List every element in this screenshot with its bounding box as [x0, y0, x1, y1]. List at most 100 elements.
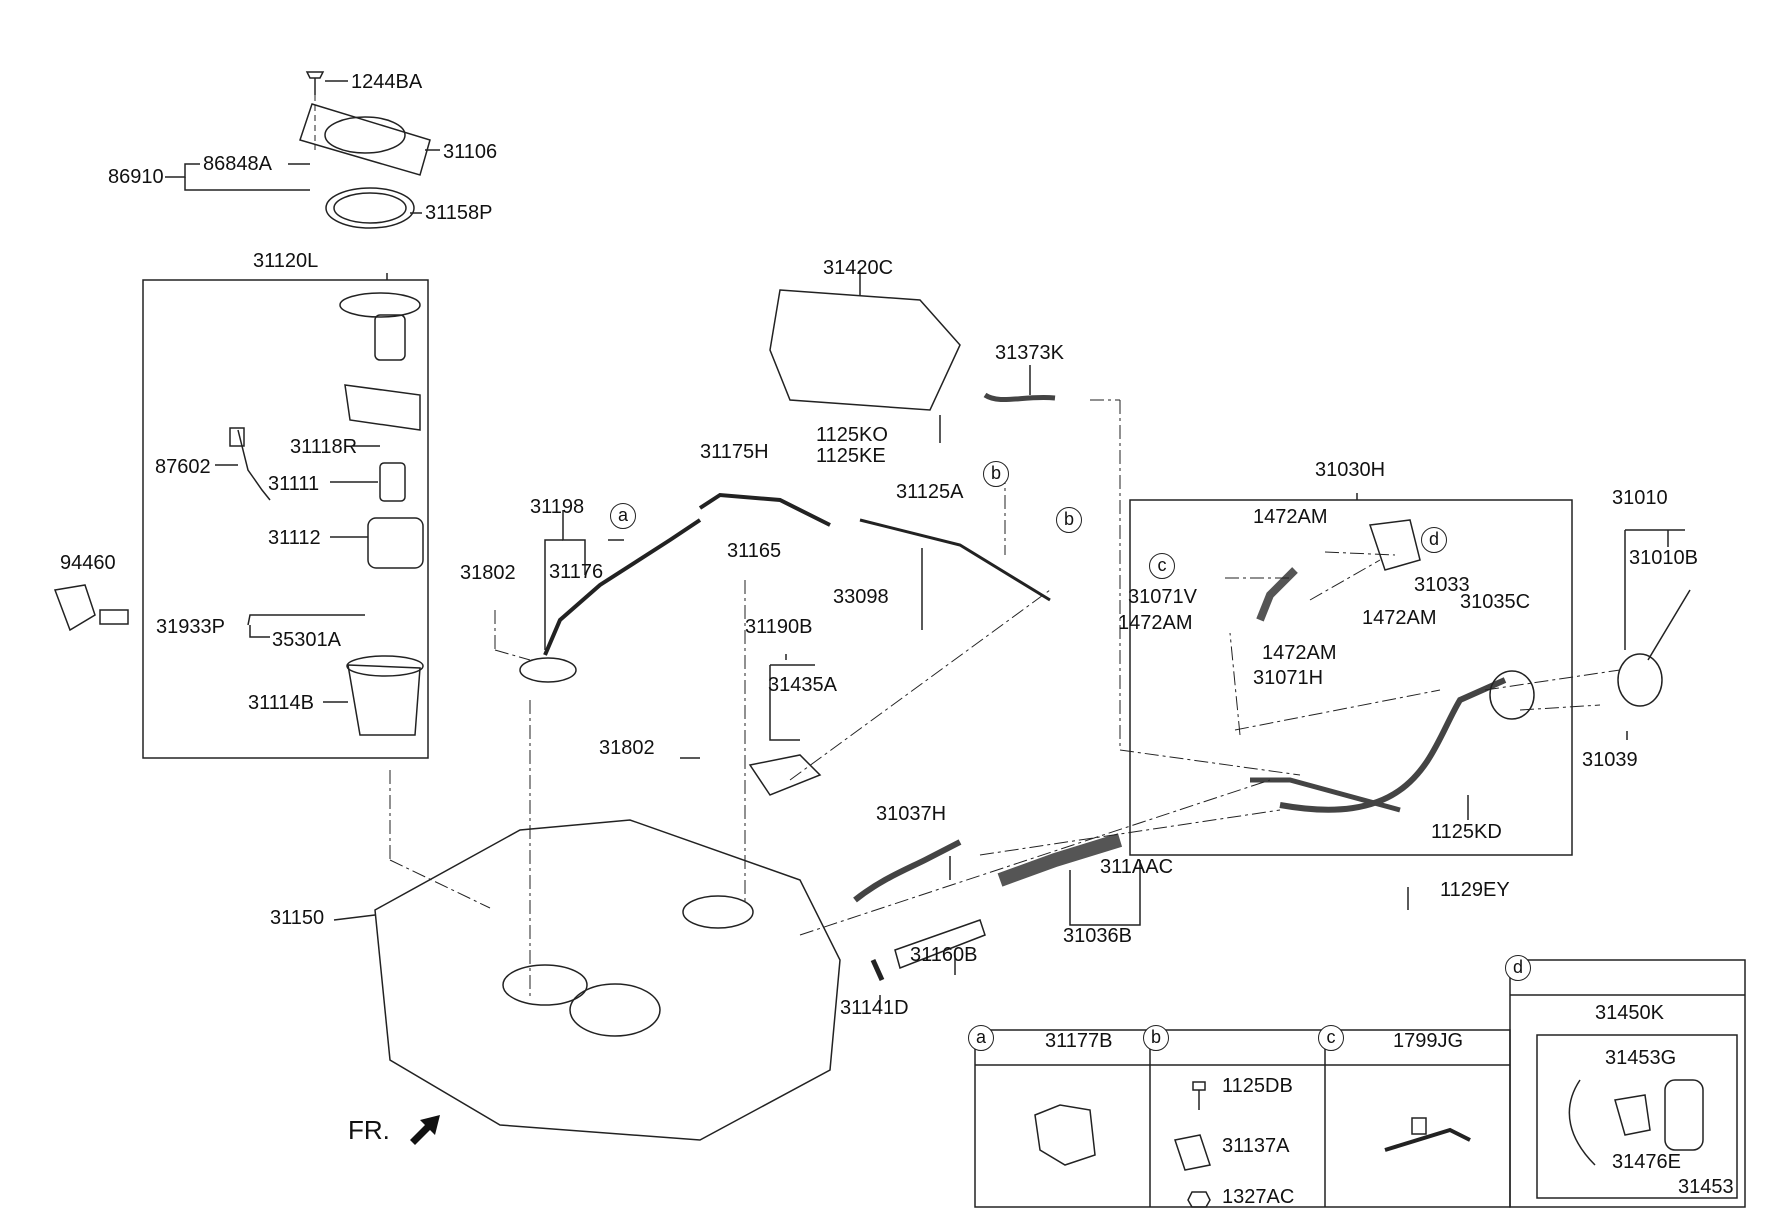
legend-letter-d: d: [1505, 955, 1531, 981]
part-label-31010: 31010: [1612, 487, 1668, 509]
part-label-33098: 33098: [833, 586, 889, 608]
part-label-311AAC: 311AAC: [1100, 856, 1174, 878]
part-label-31033: 31033: [1414, 574, 1470, 596]
part-label-31802-upper: 31802: [460, 562, 516, 584]
legend-letter-b: b: [1143, 1025, 1169, 1051]
pump-filter-31112: [367, 517, 424, 569]
cover-plate-31106: [299, 103, 431, 176]
part-label-31198: 31198: [530, 496, 585, 518]
part-label-31120L: 31120L: [253, 250, 319, 272]
bracket-31137A-icon: [1174, 1134, 1211, 1171]
legend-part-31450K: 31450K: [1595, 1002, 1664, 1024]
legend-table: [974, 959, 1746, 1208]
legend-part-1327AC: 1327AC: [1222, 1186, 1295, 1208]
part-label-31158P: 31158P: [425, 202, 493, 224]
valve-d: [1368, 519, 1421, 571]
part-label-31141D: 31141D: [840, 997, 909, 1019]
part-label-1125KO: 1125KO: [816, 424, 888, 446]
part-label-31030H: 31030H: [1315, 459, 1386, 481]
part-label-31118R: 31118R: [290, 436, 358, 458]
legend-part-31476E: 31476E: [1612, 1151, 1681, 1173]
front-marker: FR.: [348, 1115, 390, 1145]
part-label-1125KD: 1125KD: [1431, 821, 1502, 843]
part-label-31035C: 31035C: [1460, 591, 1531, 613]
part-label-1125KE: 1125KE: [816, 445, 886, 467]
hose-31125A: [859, 518, 1051, 602]
part-label-1129EY: 1129EY: [1440, 879, 1510, 901]
part-label-31373K: 31373K: [995, 342, 1064, 364]
callout-c: c: [1149, 553, 1175, 579]
hose-31036B: [997, 833, 1123, 887]
part-label-1244BA: 1244BA: [351, 71, 423, 93]
flange-31198: [519, 657, 577, 683]
part-label-1472AM-2: 1472AM: [1118, 612, 1193, 634]
clip-31177B-icon: [1034, 1104, 1096, 1166]
gasket-31158P: [325, 187, 415, 229]
hose-31175H: [698, 492, 831, 527]
legend-part-31453G: 31453G: [1605, 1047, 1677, 1069]
part-label-31435A: 31435A: [768, 674, 837, 696]
hose-31373K: [983, 392, 1056, 403]
part-label-31071V: 31071V: [1128, 586, 1197, 608]
canister-31420C: [769, 270, 961, 411]
part-label-31112: 31112: [268, 527, 321, 549]
part-label-31114B: 31114B: [248, 692, 314, 714]
legend-letter-c: c: [1318, 1025, 1344, 1051]
bracket-31190B: [748, 754, 822, 796]
nut-1327AC-icon: [1187, 1191, 1211, 1208]
legend-part-31177B: 31177B: [1045, 1030, 1113, 1052]
part-label-86910: 86910: [108, 166, 164, 188]
front-arrow-icon: [410, 1115, 440, 1145]
callout-b-lower: b: [1056, 507, 1082, 533]
part-label-94460: 94460: [60, 552, 116, 574]
part-label-31165: 31165: [727, 540, 782, 562]
part-label-31420C: 31420C: [823, 257, 894, 279]
valve-assembly-31450K-icon: [1568, 1079, 1704, 1166]
pipe-31160B: [894, 919, 986, 969]
legend-letter-a: a: [968, 1025, 994, 1051]
part-label-31175H: 31175H: [700, 441, 769, 463]
pump-31111: [379, 462, 406, 502]
screw-1244BA: [305, 71, 325, 150]
tie-1799JG-icon: [1384, 1117, 1471, 1152]
part-label-31039: 31039: [1582, 749, 1638, 771]
callout-d: d: [1421, 527, 1447, 553]
part-label-35301A: 35301A: [272, 629, 341, 651]
hose-31037H: [853, 839, 962, 903]
legend-part-1799JG: 1799JG: [1393, 1030, 1464, 1052]
part-label-31010B: 31010B: [1629, 547, 1698, 569]
sender-87602: [229, 427, 271, 501]
part-label-31802-lower: 31802: [599, 737, 655, 759]
fuel-cap-31010: [1617, 589, 1691, 707]
legend-part-31453: 31453: [1678, 1176, 1734, 1198]
reservoir-31114B: [346, 655, 424, 736]
part-label-1472AM-1: 1472AM: [1253, 506, 1328, 528]
part-label-1472AM-3: 1472AM: [1362, 607, 1437, 629]
clip-31141D: [870, 958, 885, 982]
part-label-31111: 31111: [268, 473, 320, 495]
callout-a: a: [610, 503, 636, 529]
bolt-1125DB-icon: [1192, 1081, 1206, 1110]
part-label-31160B: 31160B: [910, 944, 978, 966]
part-label-1472AM-4: 1472AM: [1262, 642, 1337, 664]
pump-flange: [339, 292, 421, 361]
filler-neck: [1250, 670, 1535, 813]
hose-31176: [543, 518, 702, 656]
part-label-31036B: 31036B: [1063, 925, 1132, 947]
part-label-31190B: 31190B: [745, 616, 813, 638]
part-label-31071H: 31071H: [1253, 667, 1324, 689]
part-label-87602: 87602: [155, 456, 211, 478]
part-label-31176: 31176: [549, 561, 604, 583]
part-label-31125A: 31125A: [896, 481, 964, 503]
legend-part-31137A: 31137A: [1222, 1135, 1290, 1157]
pump-bracket: [344, 384, 421, 431]
pump-module-box: [142, 279, 429, 759]
part-label-86848A: 86848A: [203, 153, 272, 175]
legend-part-1125DB: 1125DB: [1222, 1075, 1293, 1097]
part-label-31106: 31106: [443, 141, 498, 163]
part-label-31037H: 31037H: [876, 803, 947, 825]
sensor-94460: [53, 584, 129, 632]
part-label-31933P: 31933P: [156, 616, 225, 638]
part-label-31150: 31150: [270, 907, 325, 929]
